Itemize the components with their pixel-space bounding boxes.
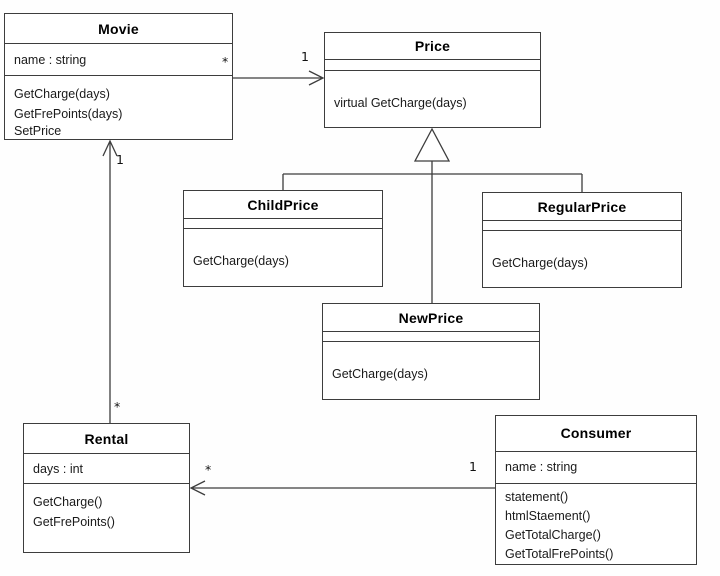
method: GetFrePoints() [33, 515, 115, 529]
class-newprice-attributes [323, 332, 539, 342]
association-movie-price [233, 70, 325, 86]
class-childprice-attributes [184, 219, 382, 229]
class-price-attributes [325, 60, 540, 71]
method: GetTotalFrePoints() [505, 547, 614, 561]
method: htmlStaement() [505, 509, 591, 523]
method: GetFrePoints(days) [14, 107, 123, 121]
attribute: days : int [33, 461, 84, 476]
class-rental-title: Rental [24, 424, 189, 454]
method: GetCharge(days) [332, 367, 428, 381]
method: GetCharge(days) [492, 256, 588, 270]
class-movie-attributes: name : string [5, 44, 232, 76]
class-consumer-attributes: name : string [496, 452, 696, 484]
open-arrowhead-icon [189, 480, 206, 496]
class-movie-methods: GetCharge(days) GetFrePoints(days) SetPr… [5, 76, 232, 139]
class-regularprice: RegularPrice GetCharge(days) [482, 192, 682, 288]
class-regularprice-methods: GetCharge(days) [483, 231, 681, 287]
multiplicity-label-consumer-end: 1 [469, 459, 477, 474]
open-arrowhead-icon [308, 70, 325, 86]
multiplicity-label-rental-end-right: * [205, 462, 212, 477]
class-newprice-title: NewPrice [323, 304, 539, 332]
method: GetCharge() [33, 495, 103, 509]
association-consumer-rental [189, 480, 495, 496]
multiplicity-label-movie-end-bottom: 1 [116, 152, 124, 167]
class-newprice: NewPrice GetCharge(days) [322, 303, 540, 400]
inheritance-triangle-icon [413, 127, 451, 162]
attribute: name : string [14, 52, 87, 67]
association-rental-movie [102, 139, 118, 423]
class-childprice-title: ChildPrice [184, 191, 382, 219]
class-childprice-methods: GetCharge(days) [184, 229, 382, 286]
method: statement() [505, 490, 569, 504]
class-consumer-methods: statement() htmlStaement() GetTotalCharg… [496, 484, 696, 564]
method: GetCharge(days) [193, 254, 289, 268]
method: GetCharge(days) [14, 87, 110, 101]
class-regularprice-title: RegularPrice [483, 193, 681, 221]
class-movie-title: Movie [5, 14, 232, 44]
class-price-title: Price [325, 33, 540, 60]
multiplicity-label-price-end: 1 [301, 49, 309, 64]
class-newprice-methods: GetCharge(days) [323, 342, 539, 399]
method: SetPrice [14, 124, 62, 138]
class-rental-attributes: days : int [24, 454, 189, 484]
class-movie: Movie name : string GetCharge(days) GetF… [4, 13, 233, 140]
class-rental-methods: GetCharge() GetFrePoints() [24, 484, 189, 552]
class-rental: Rental days : int GetCharge() GetFrePoin… [23, 423, 190, 553]
multiplicity-label-rental-end-top: * [114, 399, 121, 414]
method: virtual GetCharge(days) [334, 96, 467, 110]
class-consumer-title: Consumer [496, 416, 696, 452]
class-consumer: Consumer name : string statement() htmlS… [495, 415, 697, 565]
attribute: name : string [505, 460, 578, 475]
class-regularprice-attributes [483, 221, 681, 231]
class-childprice: ChildPrice GetCharge(days) [183, 190, 383, 287]
class-price-methods: virtual GetCharge(days) [325, 71, 540, 127]
open-arrowhead-icon [102, 139, 118, 157]
multiplicity-label-movie-end: * [222, 54, 229, 69]
method: GetTotalCharge() [505, 528, 601, 542]
class-price: Price virtual GetCharge(days) [324, 32, 541, 128]
